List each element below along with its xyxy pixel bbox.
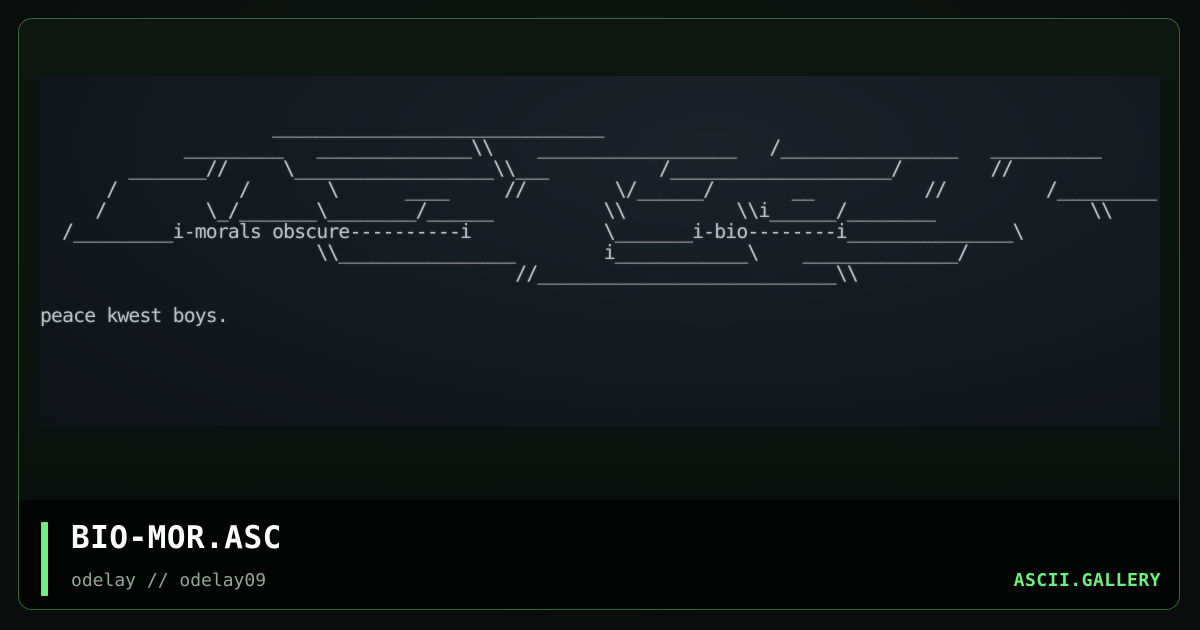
artwork-author: odelay // odelay09 [71,570,267,591]
artwork-title: BIO-MOR.ASC [71,520,282,556]
ascii-art: ______________________________ _________… [40,115,1157,327]
card-footer: BIO-MOR.ASC odelay // odelay09 ASCII.GAL… [19,500,1179,609]
ascii-preview[interactable]: ______________________________ _________… [40,76,1160,426]
site-brand[interactable]: ASCII.GALLERY [1013,570,1161,591]
artwork-card[interactable]: ______________________________ _________… [18,18,1180,610]
accent-bar [41,522,48,596]
